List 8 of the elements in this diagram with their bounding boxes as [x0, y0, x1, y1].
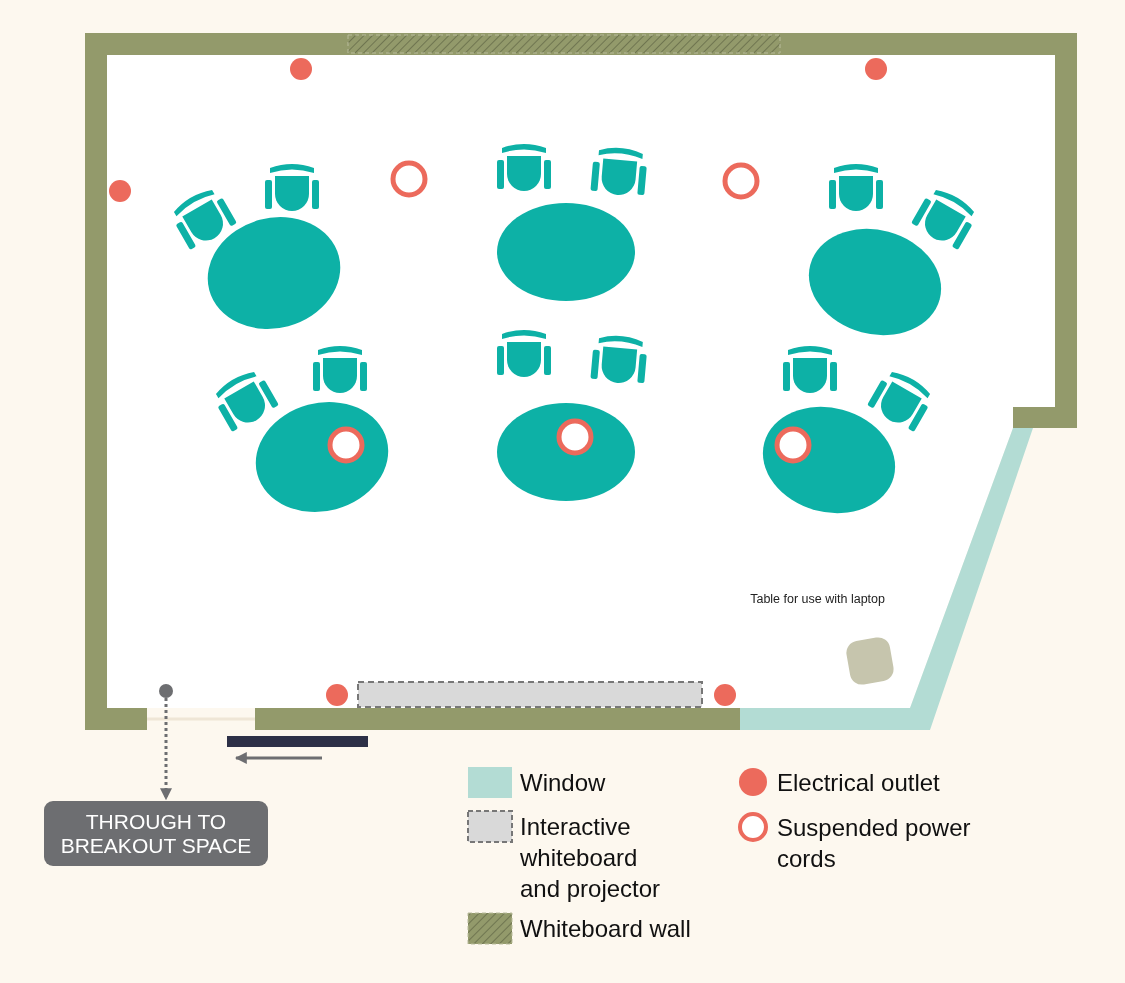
arrow: [160, 698, 172, 801]
legend-label: Electrical outlet: [777, 768, 941, 798]
legend-label: Window: [520, 768, 607, 798]
legend-label: Suspended power cords: [777, 813, 972, 874]
table-caption: Table for use with laptop: [749, 591, 885, 608]
legend-label: Interactive whiteboard and projector: [520, 812, 662, 904]
legend-label: Whiteboard wall: [520, 914, 692, 944]
exit-label: THROUGH TO BREAKOUT SPACE: [44, 801, 268, 866]
